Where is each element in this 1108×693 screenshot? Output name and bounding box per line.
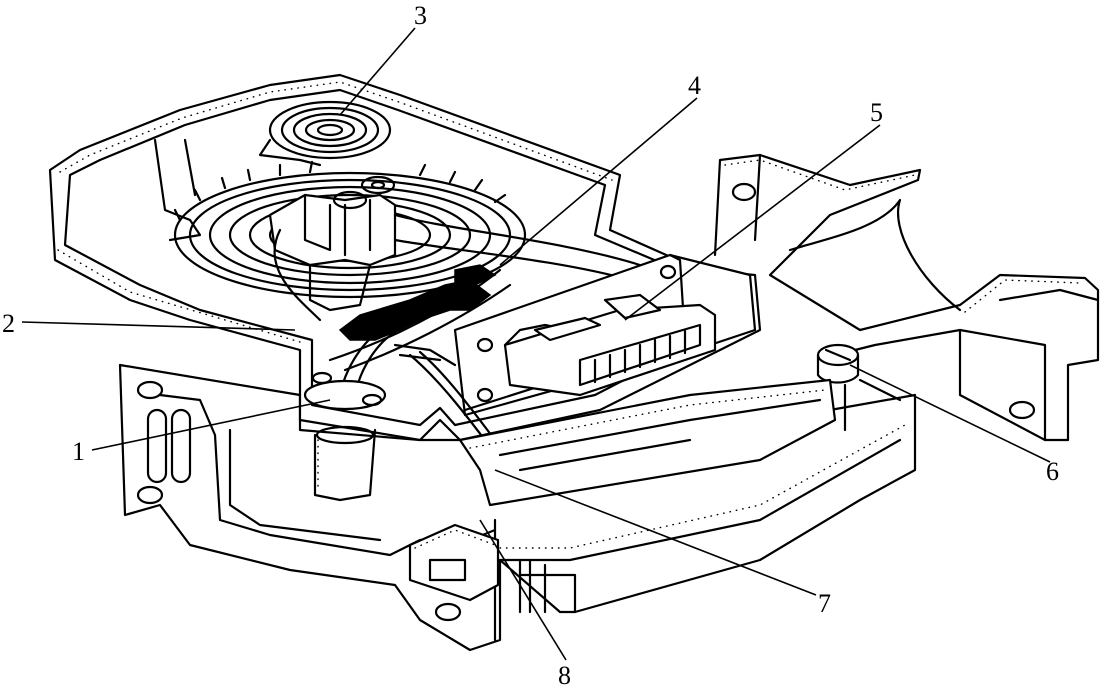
connector [503,293,717,397]
right-bracket [713,153,1100,442]
leader-4 [499,97,698,266]
leader-lines [21,27,1051,661]
callout-8: 8 [558,661,571,688]
sensor-hub [268,175,642,322]
spiral-spring [258,100,392,167]
leader-6 [849,364,1051,463]
leader-8 [479,519,567,661]
callout-6: 6 [1046,457,1059,486]
leader-7 [494,469,817,596]
adjust-screw [816,343,902,432]
leader-2 [21,321,296,331]
callout-5: 5 [870,98,883,127]
resistor-track [328,264,512,372]
slide-plate [458,378,837,507]
callout-2: 2 [2,309,15,338]
leader-3 [339,27,416,116]
leader-1 [91,399,331,451]
callout-labels: 1 2 3 4 5 6 7 8 [2,1,1059,690]
wiper-arm [303,328,457,411]
callout-1: 1 [72,437,85,466]
callout-7: 7 [818,589,831,618]
callout-3: 3 [414,1,427,30]
leader-5 [624,124,881,321]
callout-4: 4 [688,71,701,100]
